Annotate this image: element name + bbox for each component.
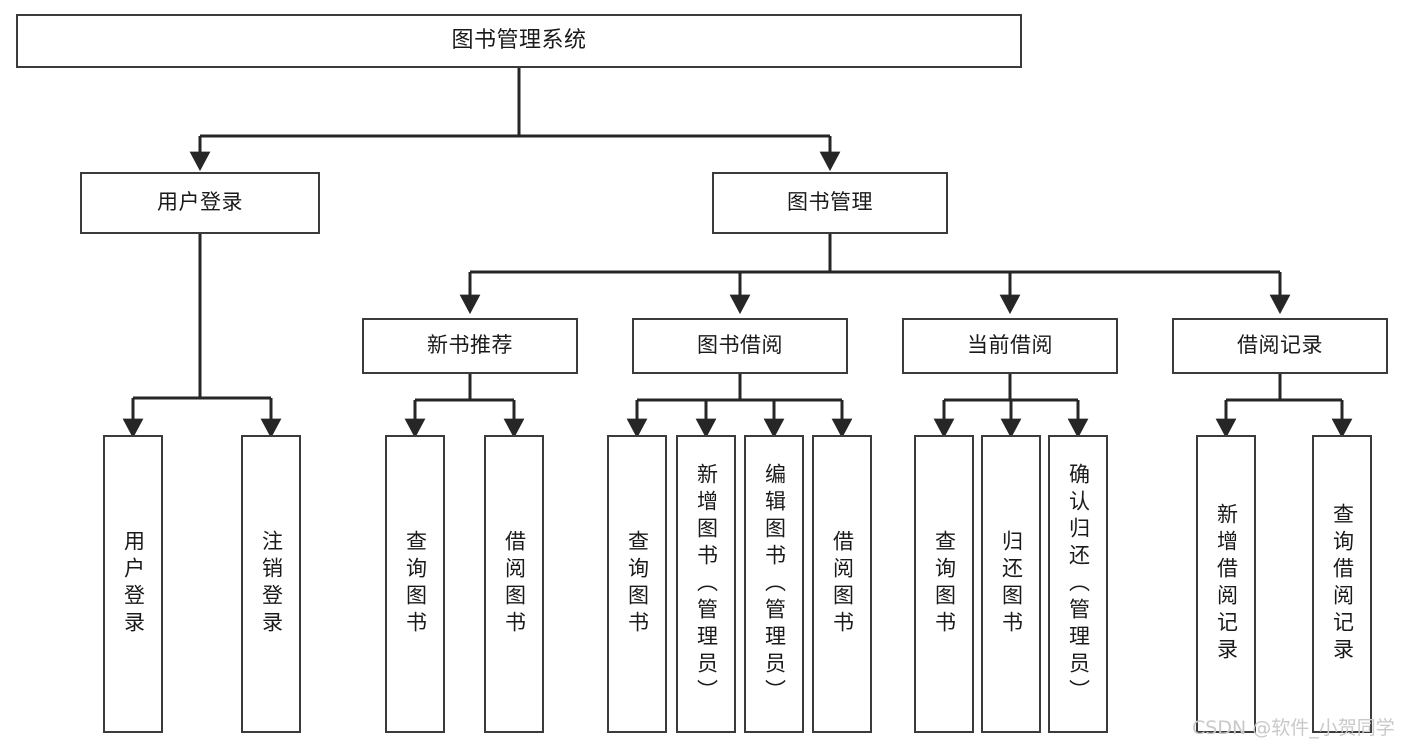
node-label: 确认归还（管理员） <box>1066 462 1091 706</box>
node-label: 借阅图书 <box>830 530 855 638</box>
node-label: 新书推荐 <box>427 333 513 358</box>
node-new-book-recommend[interactable]: 新书推荐 <box>362 318 578 374</box>
leaf-borrow-edit-book-admin[interactable]: 编辑图书（管理员） <box>744 435 804 733</box>
node-book-borrow[interactable]: 图书借阅 <box>632 318 848 374</box>
node-label: 图书借阅 <box>697 333 783 358</box>
node-label: 查询图书 <box>625 530 650 638</box>
node-label: 图书管理系统 <box>451 27 587 53</box>
node-label: 新增借阅记录 <box>1214 503 1239 665</box>
node-label: 用户登录 <box>157 190 243 215</box>
node-book-management[interactable]: 图书管理 <box>712 172 948 234</box>
leaf-user-login[interactable]: 用户登录 <box>103 435 163 733</box>
leaf-recommend-borrow-book[interactable]: 借阅图书 <box>484 435 544 733</box>
leaf-recommend-query-book[interactable]: 查询图书 <box>385 435 445 733</box>
node-label: 用户登录 <box>121 530 146 638</box>
node-label: 注销登录 <box>259 530 284 638</box>
leaf-borrow-borrow-book[interactable]: 借阅图书 <box>812 435 872 733</box>
leaf-current-return-book[interactable]: 归还图书 <box>981 435 1041 733</box>
node-label: 当前借阅 <box>967 333 1053 358</box>
node-label: 借阅记录 <box>1237 333 1323 358</box>
node-borrow-record[interactable]: 借阅记录 <box>1172 318 1388 374</box>
node-label: 借阅图书 <box>502 530 527 638</box>
csdn-watermark: CSDN @软件_小贺同学 <box>1192 717 1395 739</box>
node-root-book-management-system[interactable]: 图书管理系统 <box>16 14 1022 68</box>
node-label: 查询图书 <box>403 530 428 638</box>
leaf-record-add-borrow-record[interactable]: 新增借阅记录 <box>1196 435 1256 733</box>
leaf-borrow-add-book-admin[interactable]: 新增图书（管理员） <box>676 435 736 733</box>
leaf-logout[interactable]: 注销登录 <box>241 435 301 733</box>
node-label: 归还图书 <box>999 530 1024 638</box>
node-label: 查询图书 <box>932 530 957 638</box>
node-label: 图书管理 <box>787 190 873 215</box>
node-current-borrow[interactable]: 当前借阅 <box>902 318 1118 374</box>
leaf-current-confirm-return-admin[interactable]: 确认归还（管理员） <box>1048 435 1108 733</box>
leaf-current-query-book[interactable]: 查询图书 <box>914 435 974 733</box>
leaf-record-query-borrow-record[interactable]: 查询借阅记录 <box>1312 435 1372 733</box>
node-label: 查询借阅记录 <box>1330 503 1355 665</box>
node-label: 新增图书（管理员） <box>694 462 719 706</box>
node-label: 编辑图书（管理员） <box>762 462 787 706</box>
node-user-login[interactable]: 用户登录 <box>80 172 320 234</box>
leaf-borrow-query-book[interactable]: 查询图书 <box>607 435 667 733</box>
